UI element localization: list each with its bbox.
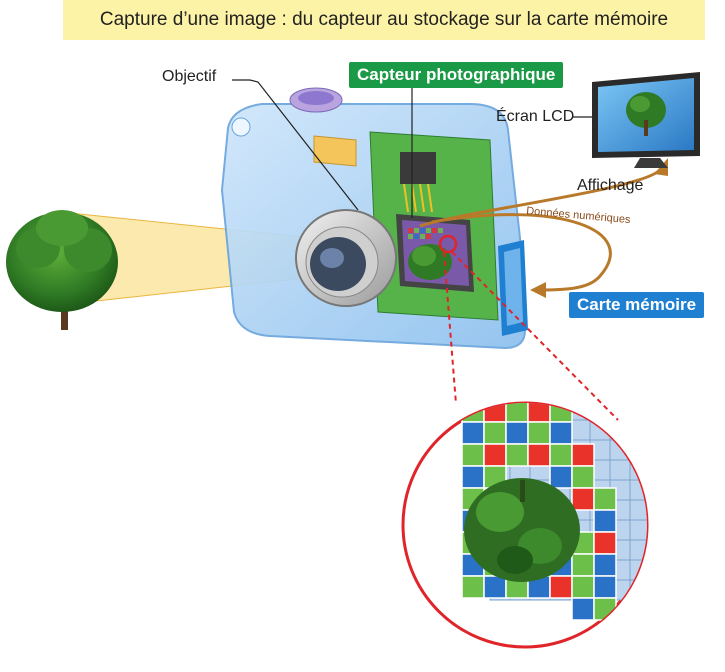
data-to-card-arrow	[431, 213, 612, 292]
objective-label: Objectif	[162, 68, 217, 85]
zoom-tree-texture	[464, 478, 580, 582]
sensor-chip-icon	[396, 214, 474, 292]
lcd-label: Écran LCD	[496, 108, 575, 125]
display-label: Affichage	[577, 177, 644, 194]
tree-icon	[6, 210, 118, 330]
lcd-monitor-icon	[592, 72, 700, 168]
processor-chip	[400, 152, 436, 184]
diagram-title: Capture d’une image : du capteur au stoc…	[63, 0, 705, 40]
lens-icon	[295, 209, 397, 307]
camera-icon	[220, 87, 528, 350]
sensor-label: Capteur photographique	[349, 62, 564, 88]
zoom-circle-icon	[401, 401, 649, 649]
memory-card-label: Carte mémoire	[569, 292, 705, 318]
memory-card-icon	[498, 240, 528, 336]
sensor-highlight	[438, 234, 458, 254]
